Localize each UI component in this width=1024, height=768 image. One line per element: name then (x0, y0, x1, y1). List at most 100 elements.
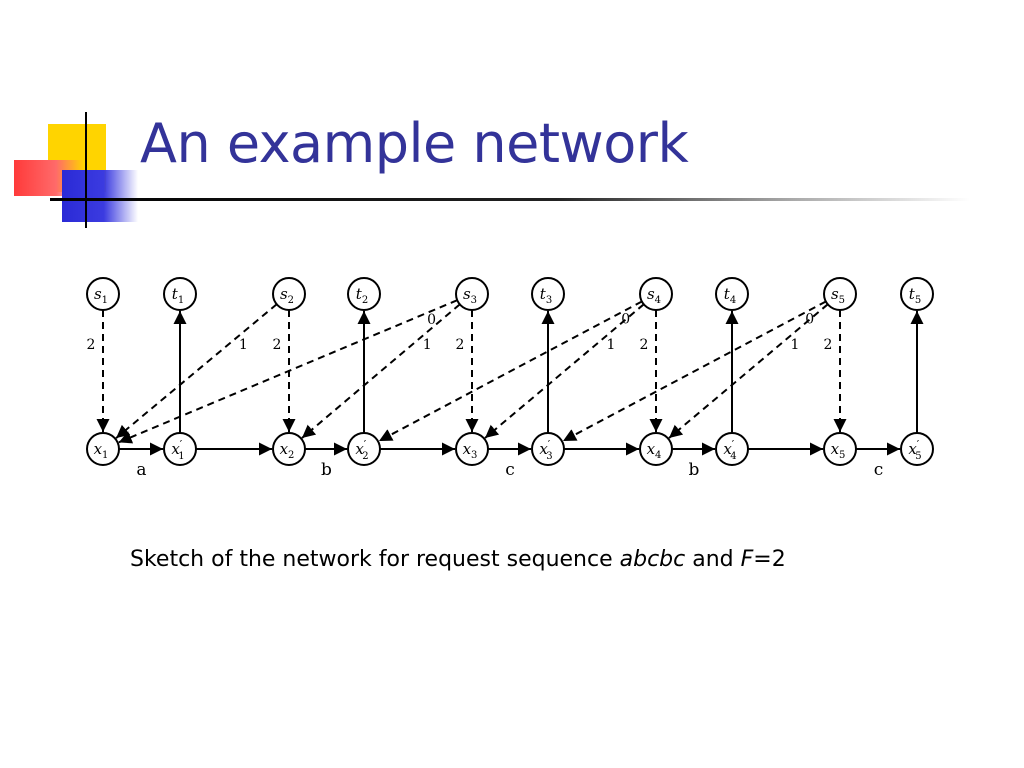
node-label-base: t (540, 285, 547, 303)
node-label-sub: 5 (839, 450, 845, 461)
node-x3p: x′3 (531, 432, 565, 466)
node-label-base: s (831, 285, 839, 303)
node-circle (455, 277, 489, 311)
node-x1p: x′1 (163, 432, 197, 466)
edge-weight-label: 1 (606, 337, 615, 353)
node-circle (347, 432, 381, 466)
node-label: s5 (831, 285, 845, 306)
node-circle (163, 432, 197, 466)
slide-title: An example network (140, 112, 689, 175)
node-x4p: x′4 (715, 432, 749, 466)
node-label-sub: 4 (655, 295, 661, 306)
node-s3: s3 (455, 277, 489, 311)
diagram-caption: Sketch of the network for request sequen… (130, 547, 786, 572)
node-label-base: x (94, 440, 103, 458)
decor-vertical-line (85, 112, 87, 228)
node-x5p: x′5 (900, 432, 934, 466)
node-label-sub: 5 (915, 295, 921, 306)
node-label-sub: 2 (288, 450, 294, 461)
node-label: t1 (172, 285, 184, 306)
node-label-sub: 3 (546, 295, 552, 306)
request-char-label: b (689, 460, 700, 480)
edge-weight-label: 2 (273, 337, 282, 353)
node-label: x′1 (171, 438, 184, 462)
node-label-base: x (831, 440, 840, 458)
node-label-sub: 2 (362, 451, 368, 462)
node-circle (272, 277, 306, 311)
node-label-sub: 3 (546, 451, 552, 462)
caption-variable: F (740, 547, 754, 572)
edge-weight-label: 2 (824, 337, 833, 353)
node-t5: t5 (900, 277, 934, 311)
node-label-sub: 3 (471, 295, 477, 306)
node-circle (531, 432, 565, 466)
node-circle (531, 277, 565, 311)
node-t4: t4 (715, 277, 749, 311)
edge-weight-label: 2 (640, 337, 649, 353)
caption-prefix: Sketch of the network for request sequen… (130, 547, 620, 572)
caption-sequence: abcbc (619, 547, 686, 572)
node-label-sub: 3 (471, 450, 477, 461)
dashed-edge-s4-x3 (484, 303, 645, 439)
node-label: s2 (280, 285, 294, 306)
node-t2: t2 (347, 277, 381, 311)
node-circle (455, 432, 489, 466)
request-char-label: c (874, 460, 884, 480)
node-t1: t1 (163, 277, 197, 311)
caption-middle: and (685, 547, 741, 572)
node-label: x′3 (539, 438, 552, 462)
node-label-base: t (172, 285, 179, 303)
node-label: x5 (831, 440, 846, 461)
node-t3: t3 (531, 277, 565, 311)
node-x1: x1 (86, 432, 120, 466)
node-circle (715, 432, 749, 466)
node-circle (347, 277, 381, 311)
node-label-sub: 4 (655, 450, 661, 461)
node-label: x′5 (908, 438, 921, 462)
decor-blue-square (62, 170, 138, 222)
node-label-base: t (356, 285, 363, 303)
node-label-sub: 2 (288, 295, 294, 306)
node-circle (900, 432, 934, 466)
node-circle (823, 277, 857, 311)
node-s4: s4 (639, 277, 673, 311)
node-label-sub: 5 (839, 295, 845, 306)
dashed-edge-s3-x1 (118, 299, 458, 444)
node-label-base: x (280, 440, 289, 458)
node-s5: s5 (823, 277, 857, 311)
node-label: x4 (647, 440, 662, 461)
node-label: t2 (356, 285, 368, 306)
edge-weight-label: 1 (790, 337, 799, 353)
edge-weight-label: 2 (87, 337, 96, 353)
caption-suffix: =2 (753, 547, 786, 572)
node-label: t5 (909, 285, 921, 306)
node-label-base: s (463, 285, 471, 303)
edge-weight-label: 1 (239, 337, 248, 353)
node-label-sub: 1 (178, 295, 184, 306)
node-label: x3 (463, 440, 478, 461)
node-label-base: x (908, 440, 917, 458)
node-x2p: x′2 (347, 432, 381, 466)
node-label: x′2 (355, 438, 368, 462)
edge-weight-label: 2 (456, 337, 465, 353)
node-label-sub: 1 (102, 295, 108, 306)
request-char-label: c (505, 460, 515, 480)
node-circle (823, 432, 857, 466)
node-label-base: t (724, 285, 731, 303)
node-label-prime: ′ (180, 438, 183, 451)
node-label-base: s (94, 285, 102, 303)
node-circle (639, 277, 673, 311)
node-circle (86, 277, 120, 311)
node-label-prime: ′ (732, 438, 735, 451)
node-label: x1 (94, 440, 109, 461)
node-x2: x2 (272, 432, 306, 466)
node-x4: x4 (639, 432, 673, 466)
edge-weight-label: 0 (427, 312, 436, 328)
node-s1: s1 (86, 277, 120, 311)
edge-weight-label: 0 (805, 311, 814, 327)
node-x3: x3 (455, 432, 489, 466)
edge-weight-label: 0 (621, 311, 630, 327)
node-label-prime: ′ (917, 438, 920, 451)
